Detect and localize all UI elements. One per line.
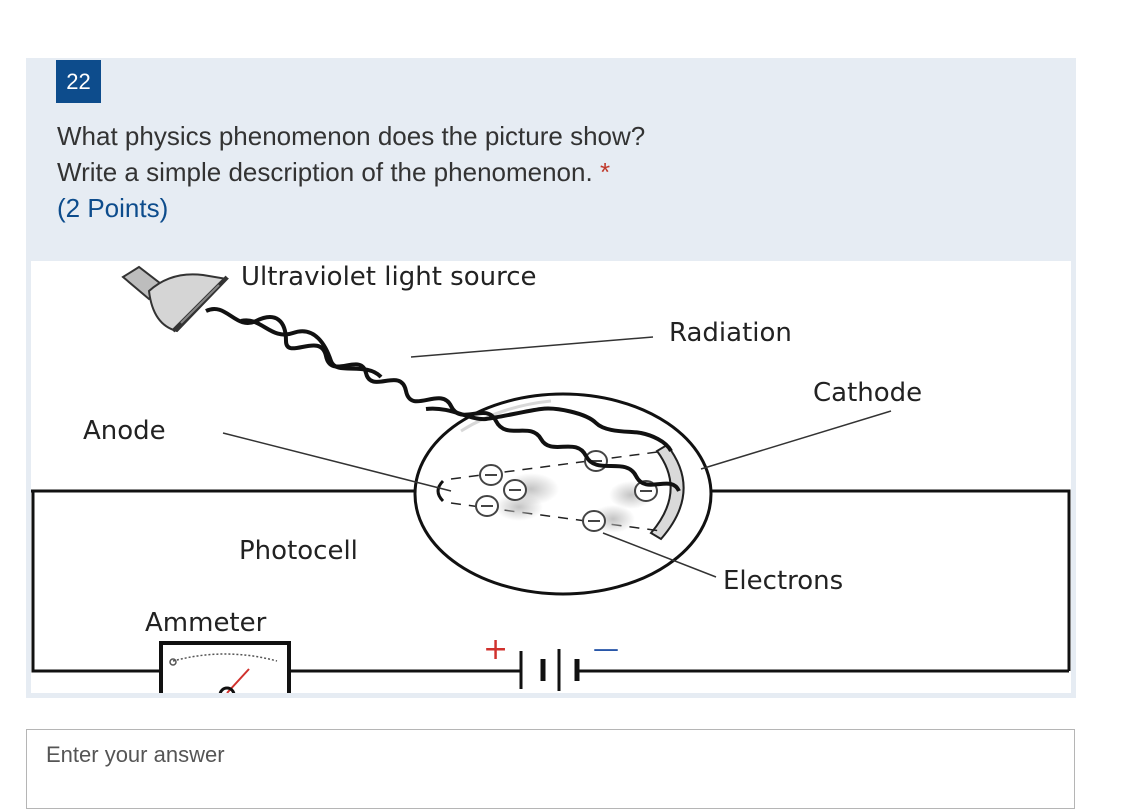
battery-icon	[519, 649, 611, 691]
battery-minus-sign: —	[593, 634, 619, 664]
required-marker: *	[599, 157, 611, 187]
photocell-icon	[413, 392, 713, 596]
label-ammeter: Ammeter	[145, 608, 267, 638]
ammeter-icon	[159, 641, 291, 693]
answer-field-container[interactable]	[26, 729, 1075, 809]
label-electrons: Electrons	[723, 566, 843, 596]
label-leader-lines	[222, 336, 892, 578]
label-ultraviolet-light-source: Ultraviolet light source	[241, 262, 537, 292]
question-text: What physics phenomenon does the picture…	[57, 118, 645, 226]
radiation-waves	[205, 307, 681, 493]
question-figure: + —	[31, 261, 1071, 693]
uv-lamp-icon	[121, 265, 230, 333]
question-number: 22	[66, 68, 91, 94]
label-radiation: Radiation	[669, 318, 792, 348]
electrons-group	[475, 450, 658, 533]
question-number-badge: 22	[56, 60, 101, 103]
photoelectric-diagram: + —	[31, 262, 1071, 693]
circuit-wires	[31, 489, 1071, 673]
question-points: (2 Points)	[57, 193, 169, 223]
battery-plus-sign: +	[483, 632, 508, 667]
question-line-2-wrap: Write a simple description of the phenom…	[57, 154, 645, 190]
label-cathode: Cathode	[813, 378, 922, 408]
label-anode: Anode	[83, 416, 166, 446]
question-line-1: What physics phenomenon does the picture…	[57, 121, 646, 151]
label-photocell: Photocell	[239, 536, 358, 566]
question-line-2: Write a simple description of the phenom…	[57, 157, 593, 187]
answer-input[interactable]	[27, 730, 1074, 780]
